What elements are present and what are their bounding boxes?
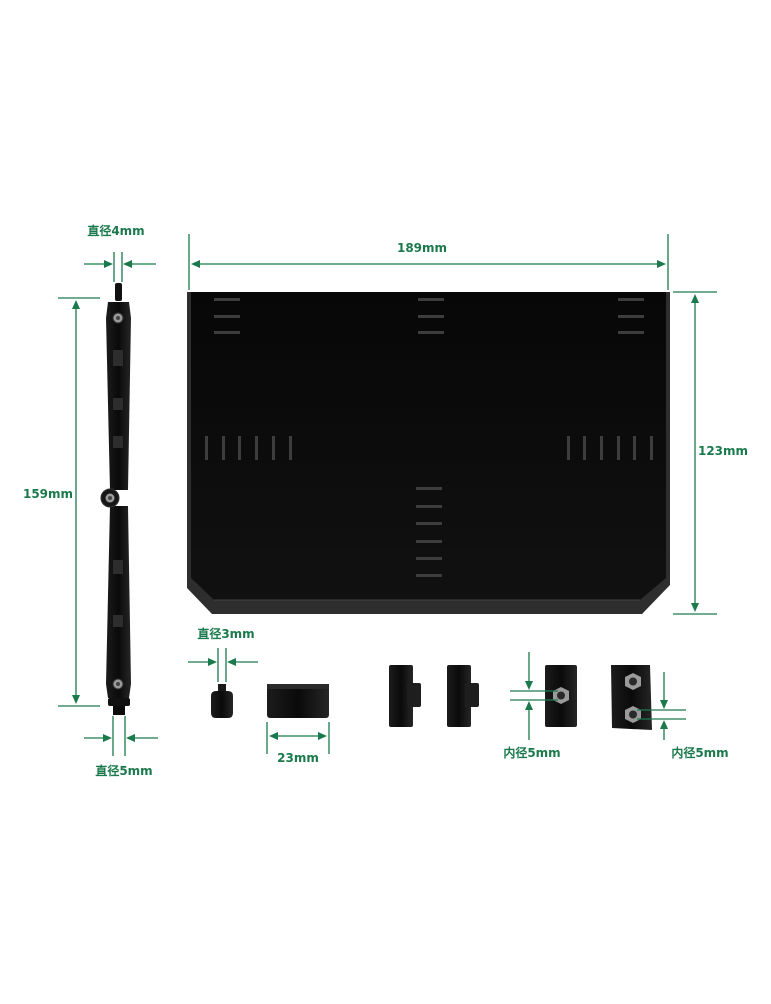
- dimension-labels: 直径4mm 159mm 直径5mm 189mm 123mm 直径3mm 23mm…: [23, 223, 748, 778]
- dimension-arrowheads: [72, 260, 699, 742]
- pole-lower-arm: [106, 506, 131, 698]
- block-width-label: 23mm: [277, 751, 319, 765]
- pole-height-label: 159mm: [23, 487, 73, 501]
- nut-part-double: [611, 665, 652, 730]
- block-part: [267, 684, 329, 718]
- clip-part-left: [389, 665, 421, 727]
- pole-upper-arm: [106, 302, 131, 490]
- pole-bottom-diameter-label: 直径5mm: [95, 763, 152, 778]
- pole-top-diameter-label: 直径4mm: [87, 223, 144, 238]
- base-height-label: 123mm: [698, 444, 748, 458]
- nut-single-inner-label: 内径5mm: [503, 745, 560, 760]
- base-plate-surface: [191, 292, 666, 600]
- base-plate-slots: [205, 298, 653, 577]
- base-width-label: 189mm: [397, 241, 447, 255]
- clip-part-right: [447, 665, 479, 727]
- base-plate: [187, 292, 670, 614]
- nut-part-single: [545, 665, 577, 727]
- pole-top-pin: [115, 283, 122, 301]
- nut-double-inner-label: 内径5mm: [671, 745, 728, 760]
- peg-part: [211, 684, 233, 718]
- pole-bottom-foot: [108, 698, 130, 706]
- peg-diameter-label: 直径3mm: [197, 626, 254, 641]
- support-pole: [100, 283, 131, 715]
- dimension-lines: [58, 234, 717, 756]
- pole-details: [113, 350, 123, 627]
